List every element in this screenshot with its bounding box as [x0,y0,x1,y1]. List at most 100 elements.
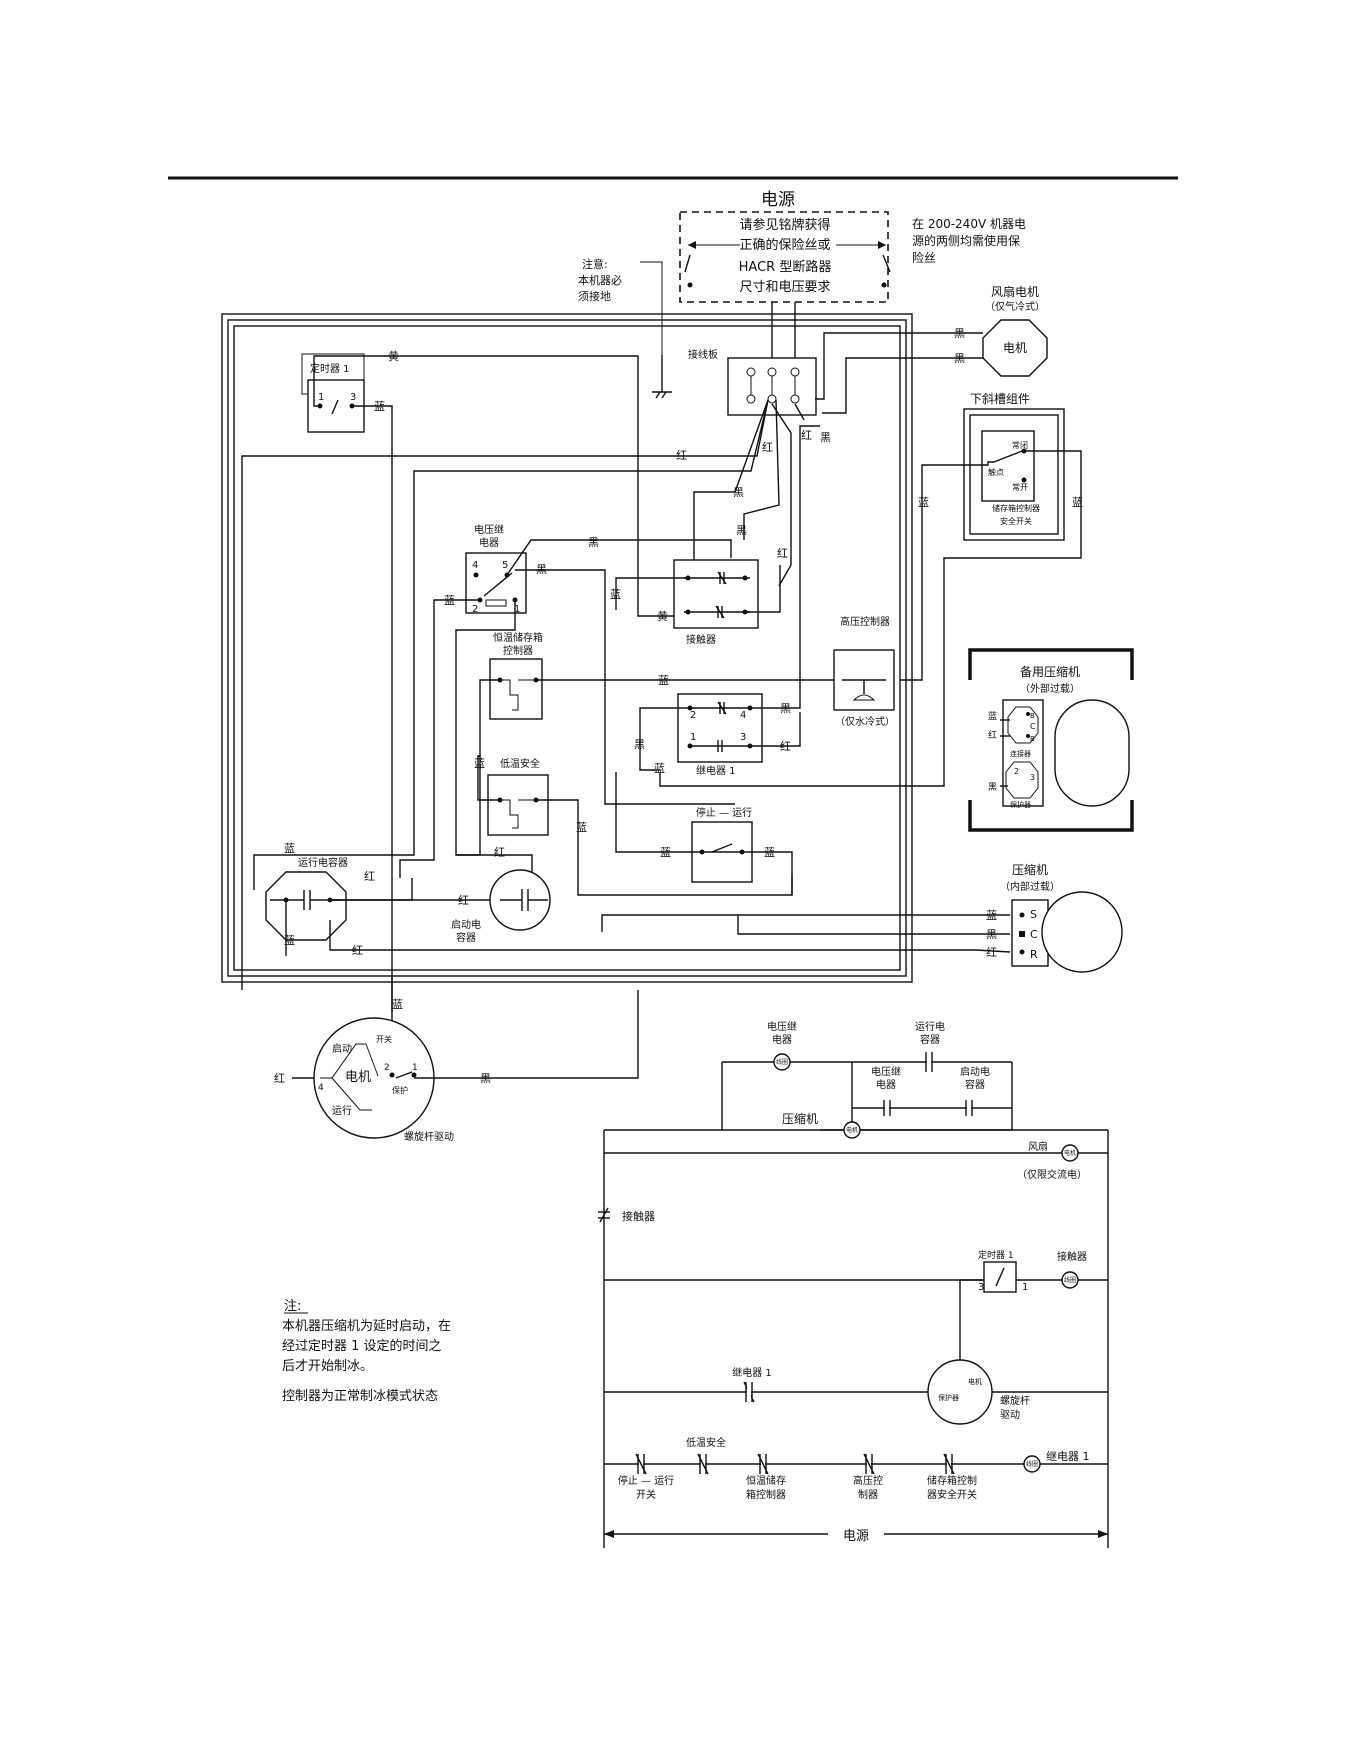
svg-text:蓝: 蓝 [374,400,385,413]
fan-motor: 风扇电机 （仅气冷式） 电机 [982,284,1048,377]
svg-text:电压继: 电压继 [871,1065,901,1078]
svg-text:1: 1 [690,732,696,743]
fuse-dashed-box [679,211,889,303]
svg-text:红: 红 [352,944,363,957]
svg-text:蓝: 蓝 [1072,496,1083,509]
svg-text:2: 2 [384,1063,390,1073]
svg-text:（仅限交流电）: （仅限交流电） [1017,1168,1087,1181]
svg-text:2: 2 [1014,767,1019,776]
compressor: 压缩机 （内部过载） S C R [1000,862,1123,973]
svg-text:B: B [1030,712,1035,720]
svg-text:红: 红 [780,740,791,753]
svg-text:蓝: 蓝 [392,998,403,1011]
compressor-circle-icon [1041,891,1123,973]
svg-text:蓝: 蓝 [444,594,455,607]
svg-text:保护器: 保护器 [938,1393,959,1402]
spare-compressor-shell-icon [1054,699,1130,807]
note-line-2: 经过定时器 1 设定的时间之 [282,1338,442,1354]
pressure-switch-icon [852,694,876,701]
fan-motor-title: 风扇电机 [991,284,1039,299]
svg-text:线圈: 线圈 [776,1058,788,1066]
svg-text:电机: 电机 [345,1070,371,1085]
svg-text:高压控: 高压控 [853,1474,883,1487]
side-note-line-3: 险丝 [912,250,936,265]
svg-text:电压继: 电压继 [767,1020,797,1033]
run-capacitor-octagon [265,871,347,941]
svg-text:电机: 电机 [968,1377,982,1386]
fan-motor-subtitle: （仅气冷式） [985,300,1045,313]
auger-drive-motor: 蓝 电机 启动 运行 开关 保护 2 1 4 螺旋杆驱动 [313,975,454,1143]
down-chute-assembly: 下斜槽组件 常闭 触点 常开 储存箱控制器 安全开关 [963,392,1065,541]
svg-text:黑: 黑 [480,1072,491,1085]
ladder-timer-switch-icon [995,1267,1005,1287]
svg-text:黑: 黑 [820,431,831,444]
svg-text:制器: 制器 [858,1488,878,1501]
svg-text:S: S [1030,908,1037,921]
svg-text:电机: 电机 [1064,1149,1076,1157]
low-temp-thermostat-icon [500,799,519,829]
svg-text:电器: 电器 [772,1033,792,1046]
svg-text:黄: 黄 [388,349,399,363]
svg-text:红: 红 [676,449,687,462]
stop-run-switch: 停止 — 运行 [691,806,753,883]
terminal-board: 接线板 [688,348,817,416]
voltage-relay-switch-icon [483,572,513,597]
svg-text:蓝: 蓝 [660,846,671,859]
svg-text:启动电: 启动电 [960,1065,990,1078]
svg-text:恒温储存箱: 恒温储存箱 [493,631,543,644]
svg-text:螺旋杆驱动: 螺旋杆驱动 [404,1130,454,1143]
relay-1-label: 继电器 1 [696,764,736,777]
svg-text:风扇: 风扇 [1028,1140,1048,1153]
svg-text:1: 1 [412,1063,418,1073]
svg-text:电器: 电器 [876,1078,896,1091]
svg-text:开关: 开关 [636,1488,656,1501]
ladder-auger-motor-icon [927,1359,993,1425]
svg-text:压缩机: 压缩机 [1012,862,1048,877]
svg-text:驱动: 驱动 [1000,1409,1020,1421]
thermostat-icon [500,679,519,711]
svg-text:3: 3 [978,1282,984,1293]
svg-text:控制器: 控制器 [503,644,533,657]
svg-text:红: 红 [777,547,788,560]
svg-text:继电器 1: 继电器 1 [1046,1450,1090,1463]
start-capacitor: 启动电 容器 [451,869,551,944]
power-note-line-1: 请参见铭牌获得 [739,217,830,233]
ground-note-line-1: 本机器必 [578,273,622,287]
svg-text:蓝: 蓝 [474,757,485,770]
auger-protector-switch-icon [395,1071,413,1079]
svg-text:启动: 启动 [332,1042,352,1055]
svg-text:红: 红 [494,846,505,859]
side-note-line-1: 在 200-240V 机器电 [912,217,1026,231]
svg-text:触点: 触点 [988,467,1004,477]
svg-text:蓝: 蓝 [284,842,295,855]
svg-text:连接器: 连接器 [1010,749,1031,758]
svg-text:2: 2 [690,710,696,721]
power-note-line-4: 尺寸和电压要求 [739,280,830,295]
svg-text:电机: 电机 [846,1126,858,1134]
ladder-contactor-coil-icon [1061,1271,1079,1289]
svg-text:继电器 1: 继电器 1 [732,1366,772,1379]
svg-text:1: 1 [318,392,324,403]
svg-text:红: 红 [762,441,773,454]
ladder-power-label: 电源 [843,1529,869,1544]
svg-text:黑: 黑 [634,738,645,751]
relay-1: 2 4 1 3 继电器 1 [677,693,763,777]
svg-text:红: 红 [801,429,812,442]
svg-text:容器: 容器 [456,931,476,944]
terminal-board-label: 接线板 [688,348,718,361]
ground-icon [652,355,672,399]
ladder-voltage-relay-coil-icon [773,1053,791,1071]
ladder-contactor-contact-icon [599,1207,609,1223]
svg-text:蓝: 蓝 [576,821,587,834]
svg-text:运行: 运行 [332,1104,352,1117]
note-line-3: 后才开始制冰。 [282,1359,373,1374]
bin-thermostat: 恒温储存箱 控制器 [489,631,543,720]
svg-text:螺旋杆: 螺旋杆 [1000,1394,1030,1407]
svg-text:接触器: 接触器 [622,1209,655,1223]
svg-text:运行电: 运行电 [915,1020,945,1033]
contactor: 接触器 [673,559,759,646]
svg-text:黑: 黑 [954,327,965,340]
fan-motor-inner: 电机 [1003,341,1027,355]
